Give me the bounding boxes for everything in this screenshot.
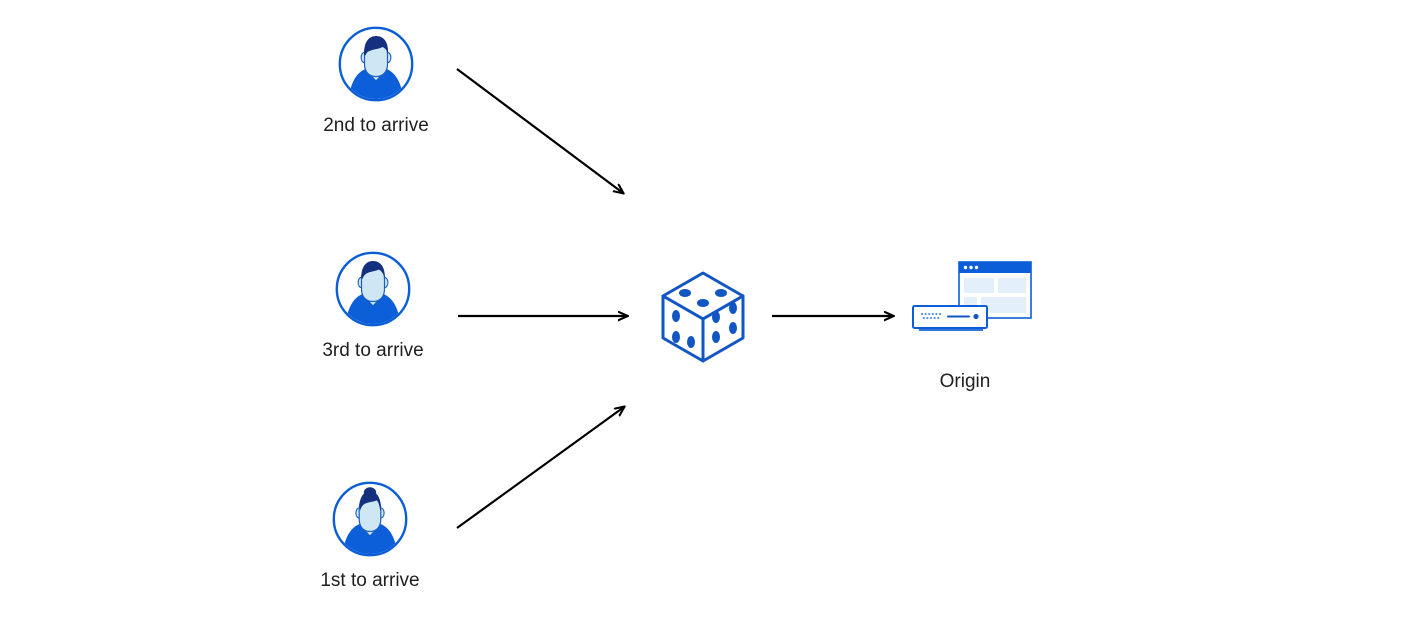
origin-label: Origin	[939, 371, 991, 392]
client-label-3rd: 3rd to arrive	[322, 340, 424, 361]
browser-window-icon	[958, 261, 1032, 319]
client-node-3rd: 3rd to arrive	[283, 251, 463, 363]
server-device-icon	[912, 305, 988, 331]
client-node-1st: 1st to arrive	[280, 481, 460, 593]
user-avatar-icon	[335, 251, 411, 327]
origin-node: Origin	[865, 258, 1065, 394]
random-balancer-node	[648, 262, 758, 372]
origin-server-icon	[912, 261, 1032, 331]
dice-icon	[661, 271, 745, 363]
user-avatar-icon	[332, 481, 408, 557]
client-label-1st: 1st to arrive	[320, 570, 420, 591]
arrow-1st-to-dice	[456, 407, 624, 529]
client-label-2nd: 2nd to arrive	[323, 115, 429, 136]
user-avatar-icon	[338, 26, 414, 102]
client-node-2nd: 2nd to arrive	[286, 26, 466, 138]
arrow-2nd-to-dice	[456, 68, 623, 193]
